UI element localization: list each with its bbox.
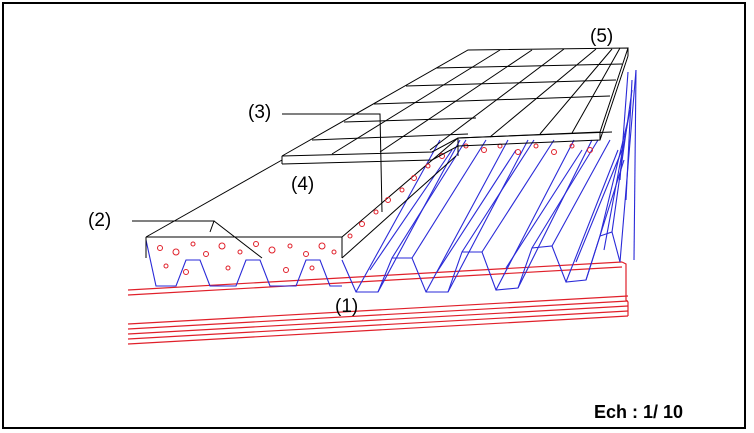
label-2: (2) [88, 210, 111, 231]
label-3: (3) [248, 102, 271, 123]
scale-text: Ech : 1/ 10 [594, 402, 683, 422]
steel-beam [127, 261, 629, 345]
steel-deck [145, 69, 637, 293]
label-4: (4) [291, 174, 314, 195]
label-5: (5) [590, 26, 613, 47]
tile-grid [281, 47, 629, 165]
label-1: (1) [335, 296, 358, 317]
leader-lines [132, 113, 383, 259]
